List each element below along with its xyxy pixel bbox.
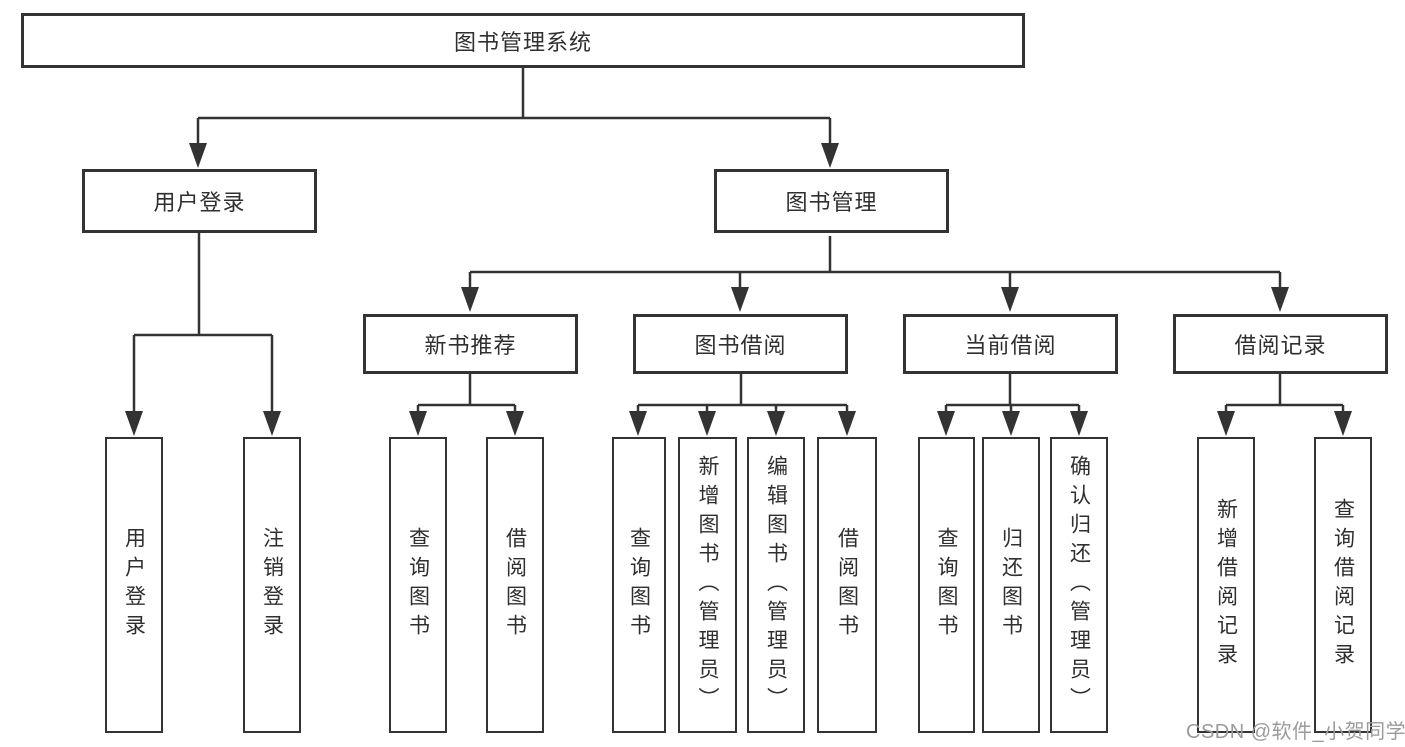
arrowhead: [409, 411, 427, 436]
arrowhead: [461, 287, 479, 312]
arrowhead: [629, 411, 647, 436]
arrowhead: [1002, 411, 1020, 436]
arrowhead: [506, 411, 524, 436]
leaf-query-borrow-record: 查询借阅记录: [1314, 437, 1372, 733]
arrowhead: [937, 411, 955, 436]
arrowhead: [838, 411, 856, 436]
leaf-confirm-return-admin: 确认归还（管理员）: [1050, 437, 1108, 733]
leaf-query-books-current: 查询图书: [918, 437, 975, 733]
leaf-query-books-borrowing: 查询图书: [612, 437, 666, 733]
arrowhead: [821, 143, 839, 168]
connector-user-login: [132, 233, 274, 416]
connector-new-book-recommend: [416, 374, 517, 416]
arrowhead: [1271, 287, 1289, 312]
node-borrowing-records: 借阅记录: [1173, 314, 1388, 374]
csdn-watermark: CSDN @软件_小贺同学: [1186, 721, 1405, 743]
arrowhead: [189, 143, 207, 168]
connector-book-management: [468, 236, 1282, 292]
leaf-borrow-books-recommend: 借阅图书: [486, 437, 544, 733]
arrowhead: [731, 287, 749, 312]
node-book-management: 图书管理: [714, 169, 949, 233]
arrowhead: [698, 411, 716, 436]
arrowhead: [1217, 411, 1235, 436]
node-root-system: 图书管理系统: [21, 13, 1025, 68]
arrowhead: [125, 411, 143, 436]
arrowhead: [263, 411, 281, 436]
arrowhead: [1334, 411, 1352, 436]
leaf-add-books-admin: 新增图书（管理员）: [678, 437, 737, 733]
leaf-borrow-books: 借阅图书: [817, 437, 877, 733]
leaf-user-login: 用户登录: [105, 437, 163, 733]
arrowheads: [125, 143, 1352, 436]
connector-root: [196, 68, 832, 148]
leaf-return-books: 归还图书: [982, 437, 1040, 733]
node-user-login-branch: 用户登录: [82, 169, 317, 233]
node-book-borrowing: 图书借阅: [633, 314, 848, 374]
node-new-book-recommend: 新书推荐: [363, 314, 578, 374]
connector-current-borrowing: [944, 374, 1081, 416]
arrowhead: [767, 411, 785, 436]
leaf-edit-books-admin: 编辑图书（管理员）: [747, 437, 805, 733]
node-current-borrowing: 当前借阅: [903, 314, 1118, 374]
connector-book-borrowing: [636, 374, 849, 416]
leaf-query-books-recommend: 查询图书: [389, 437, 447, 733]
arrowhead: [1001, 287, 1019, 312]
leaf-logout: 注销登录: [243, 437, 301, 733]
connector-borrowing-records: [1224, 374, 1345, 416]
leaf-add-borrow-record: 新增借阅记录: [1197, 437, 1255, 733]
arrowhead: [1070, 411, 1088, 436]
